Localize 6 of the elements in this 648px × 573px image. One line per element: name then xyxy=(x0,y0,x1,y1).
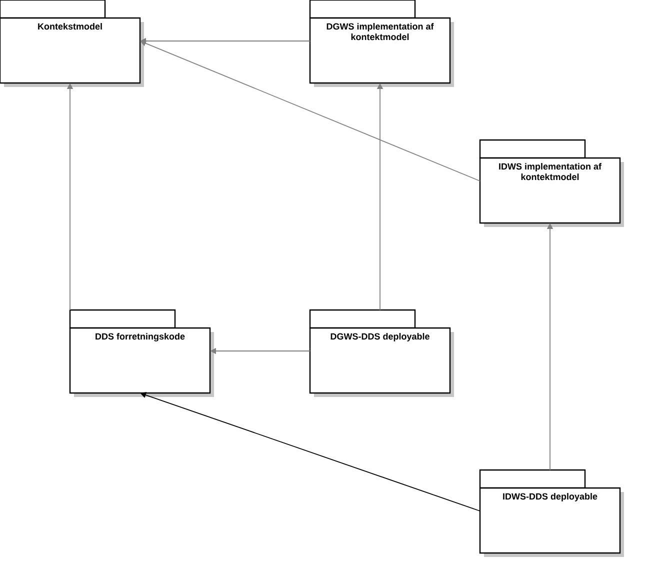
package-box: DGWS implementation af kontektmodel xyxy=(309,0,454,87)
package-box: IDWS implementation af kontektmodel xyxy=(479,139,624,227)
package-box: IDWS-DDS deployable xyxy=(479,469,624,557)
package-box: DGWS-DDS deployable xyxy=(309,309,454,397)
package-box: Kontekstmodel xyxy=(0,0,144,87)
package-box: DDS forretningskode xyxy=(69,309,214,397)
